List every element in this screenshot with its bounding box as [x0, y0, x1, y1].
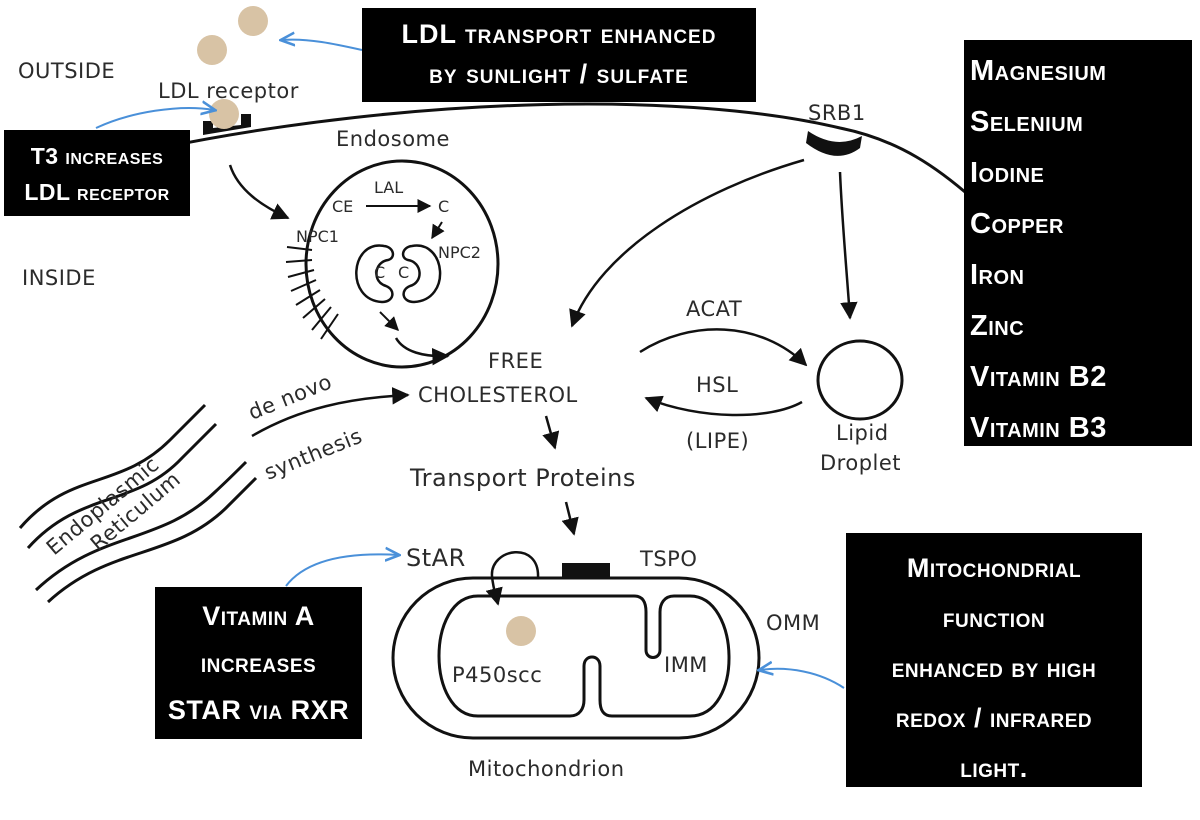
label-lipe: (LIPE): [686, 429, 749, 453]
annotation-line: light.: [960, 753, 1028, 783]
tspo-block: [562, 563, 610, 579]
npc2-vesicle: [401, 244, 442, 304]
arrow-vesicle-to-exit: [379, 311, 399, 331]
label-cholesterol: CHOLESTEROL: [418, 383, 578, 407]
label-p450scc: P450scc: [452, 663, 542, 687]
label-c-right: C: [398, 263, 409, 282]
nutrient-item: Vitamin B3: [970, 412, 1107, 444]
annotation-line: STAR via RXR: [167, 695, 350, 725]
arrow-acat: [639, 328, 808, 367]
label-lal: LAL: [374, 178, 403, 197]
label-droplet: Droplet: [820, 451, 901, 475]
label-imm: IMM: [664, 653, 708, 677]
nutrient-item: Selenium: [970, 106, 1084, 138]
star-loop-arrow: [485, 551, 540, 606]
label-ce: CE: [332, 197, 353, 216]
mitochondrion-inner-membrane: [437, 594, 731, 718]
label-tspo: TSPO: [639, 547, 697, 571]
label-endosome: Endosome: [336, 127, 450, 151]
arrow-npc2-to-c: [431, 221, 445, 240]
annotation-line: function: [942, 603, 1046, 633]
mito-particle: [506, 616, 536, 646]
label-hsl: HSL: [696, 373, 738, 397]
nutrient-item: Iron: [970, 259, 1025, 291]
nutrient-item: Zinc: [970, 310, 1025, 342]
endoplasmic-reticulum-shape: [18, 403, 258, 604]
arrow-hsl: [644, 395, 803, 417]
annotation-ldl-transport: LDL transport enhanced by sunlight / sul…: [362, 8, 756, 102]
annotation-line: increases: [200, 648, 317, 678]
label-omm: OMM: [766, 611, 820, 635]
label-inside: INSIDE: [22, 266, 96, 290]
arrow-to-transport-proteins: [542, 415, 560, 450]
label-npc1: NPC1: [296, 227, 339, 246]
annotation-line: Mitochondrial: [906, 553, 1082, 583]
label-srb1: SRB1: [808, 101, 866, 125]
nutrient-item: Vitamin B2: [970, 361, 1107, 393]
annotation-minerals-list: Magnesium Selenium Iodine Copper Iron Zi…: [964, 40, 1192, 446]
cell-membrane: [159, 102, 973, 200]
annotation-mitochondrial-function: Mitochondrial function enhanced by high …: [846, 533, 1142, 787]
npc1-vesicle: [355, 244, 395, 304]
annotation-t3: T3 increases LDL receptor: [4, 130, 190, 216]
arrow-srb1-to-free-cholesterol: [569, 158, 805, 328]
label-star: StAR: [406, 544, 466, 572]
label-mitochondrion: Mitochondrion: [468, 757, 625, 781]
ldl-particle: [238, 6, 268, 36]
arrow-endosome-to-free-cholesterol: [394, 337, 450, 366]
nutrient-item: Iodine: [970, 157, 1045, 189]
label-outside: OUTSIDE: [18, 59, 115, 83]
label-free: FREE: [488, 349, 543, 373]
annotation-vitamin-a: Vitamin A increases STAR via RXR: [155, 587, 362, 739]
nutrient-item: Copper: [970, 208, 1064, 240]
label-npc2: NPC2: [438, 243, 481, 262]
ldl-particle: [209, 99, 239, 129]
annotation-line: LDL transport enhanced: [401, 19, 717, 49]
ldl-particle: [197, 35, 227, 65]
annotation-line: Vitamin A: [202, 601, 315, 631]
label-synthesis: synthesis: [261, 424, 366, 485]
annotation-line: by sunlight / sulfate: [429, 59, 689, 89]
annotation-line: enhanced by high: [891, 653, 1097, 683]
arrow-srb1-to-lipid-droplet: [838, 171, 858, 320]
arrow-receptor-to-endosome: [228, 164, 290, 220]
lipid-droplet-outline: [816, 339, 904, 421]
nutrient-item: Magnesium: [970, 55, 1107, 87]
annotation-arrow-t3: [95, 108, 214, 129]
endosome-outline: [304, 159, 500, 369]
arrow-de-novo: [251, 387, 410, 438]
annotation-arrow-ldl: [282, 40, 363, 51]
annotation-arrow-vitamin-a: [285, 554, 398, 587]
endosome-spikes: [285, 246, 339, 340]
label-ldl-receptor: LDL receptor: [158, 79, 299, 103]
srb1-receptor-shape: [806, 131, 862, 156]
label-c-left: C: [374, 263, 385, 282]
label-c-product: C: [438, 197, 449, 216]
ldl-receptor-shape: [203, 114, 251, 135]
annotation-line: T3 increases: [30, 143, 164, 169]
label-transport-proteins: Transport Proteins: [409, 464, 636, 492]
arrow-to-tspo: [561, 501, 579, 536]
annotation-arrow-mitochondrial: [760, 669, 845, 689]
annotation-line: LDL receptor: [24, 179, 170, 205]
annotation-arrows: [95, 40, 845, 689]
label-acat: ACAT: [686, 297, 742, 321]
annotation-line: redox / infrared: [895, 703, 1093, 733]
label-lipid: Lipid: [836, 421, 889, 445]
